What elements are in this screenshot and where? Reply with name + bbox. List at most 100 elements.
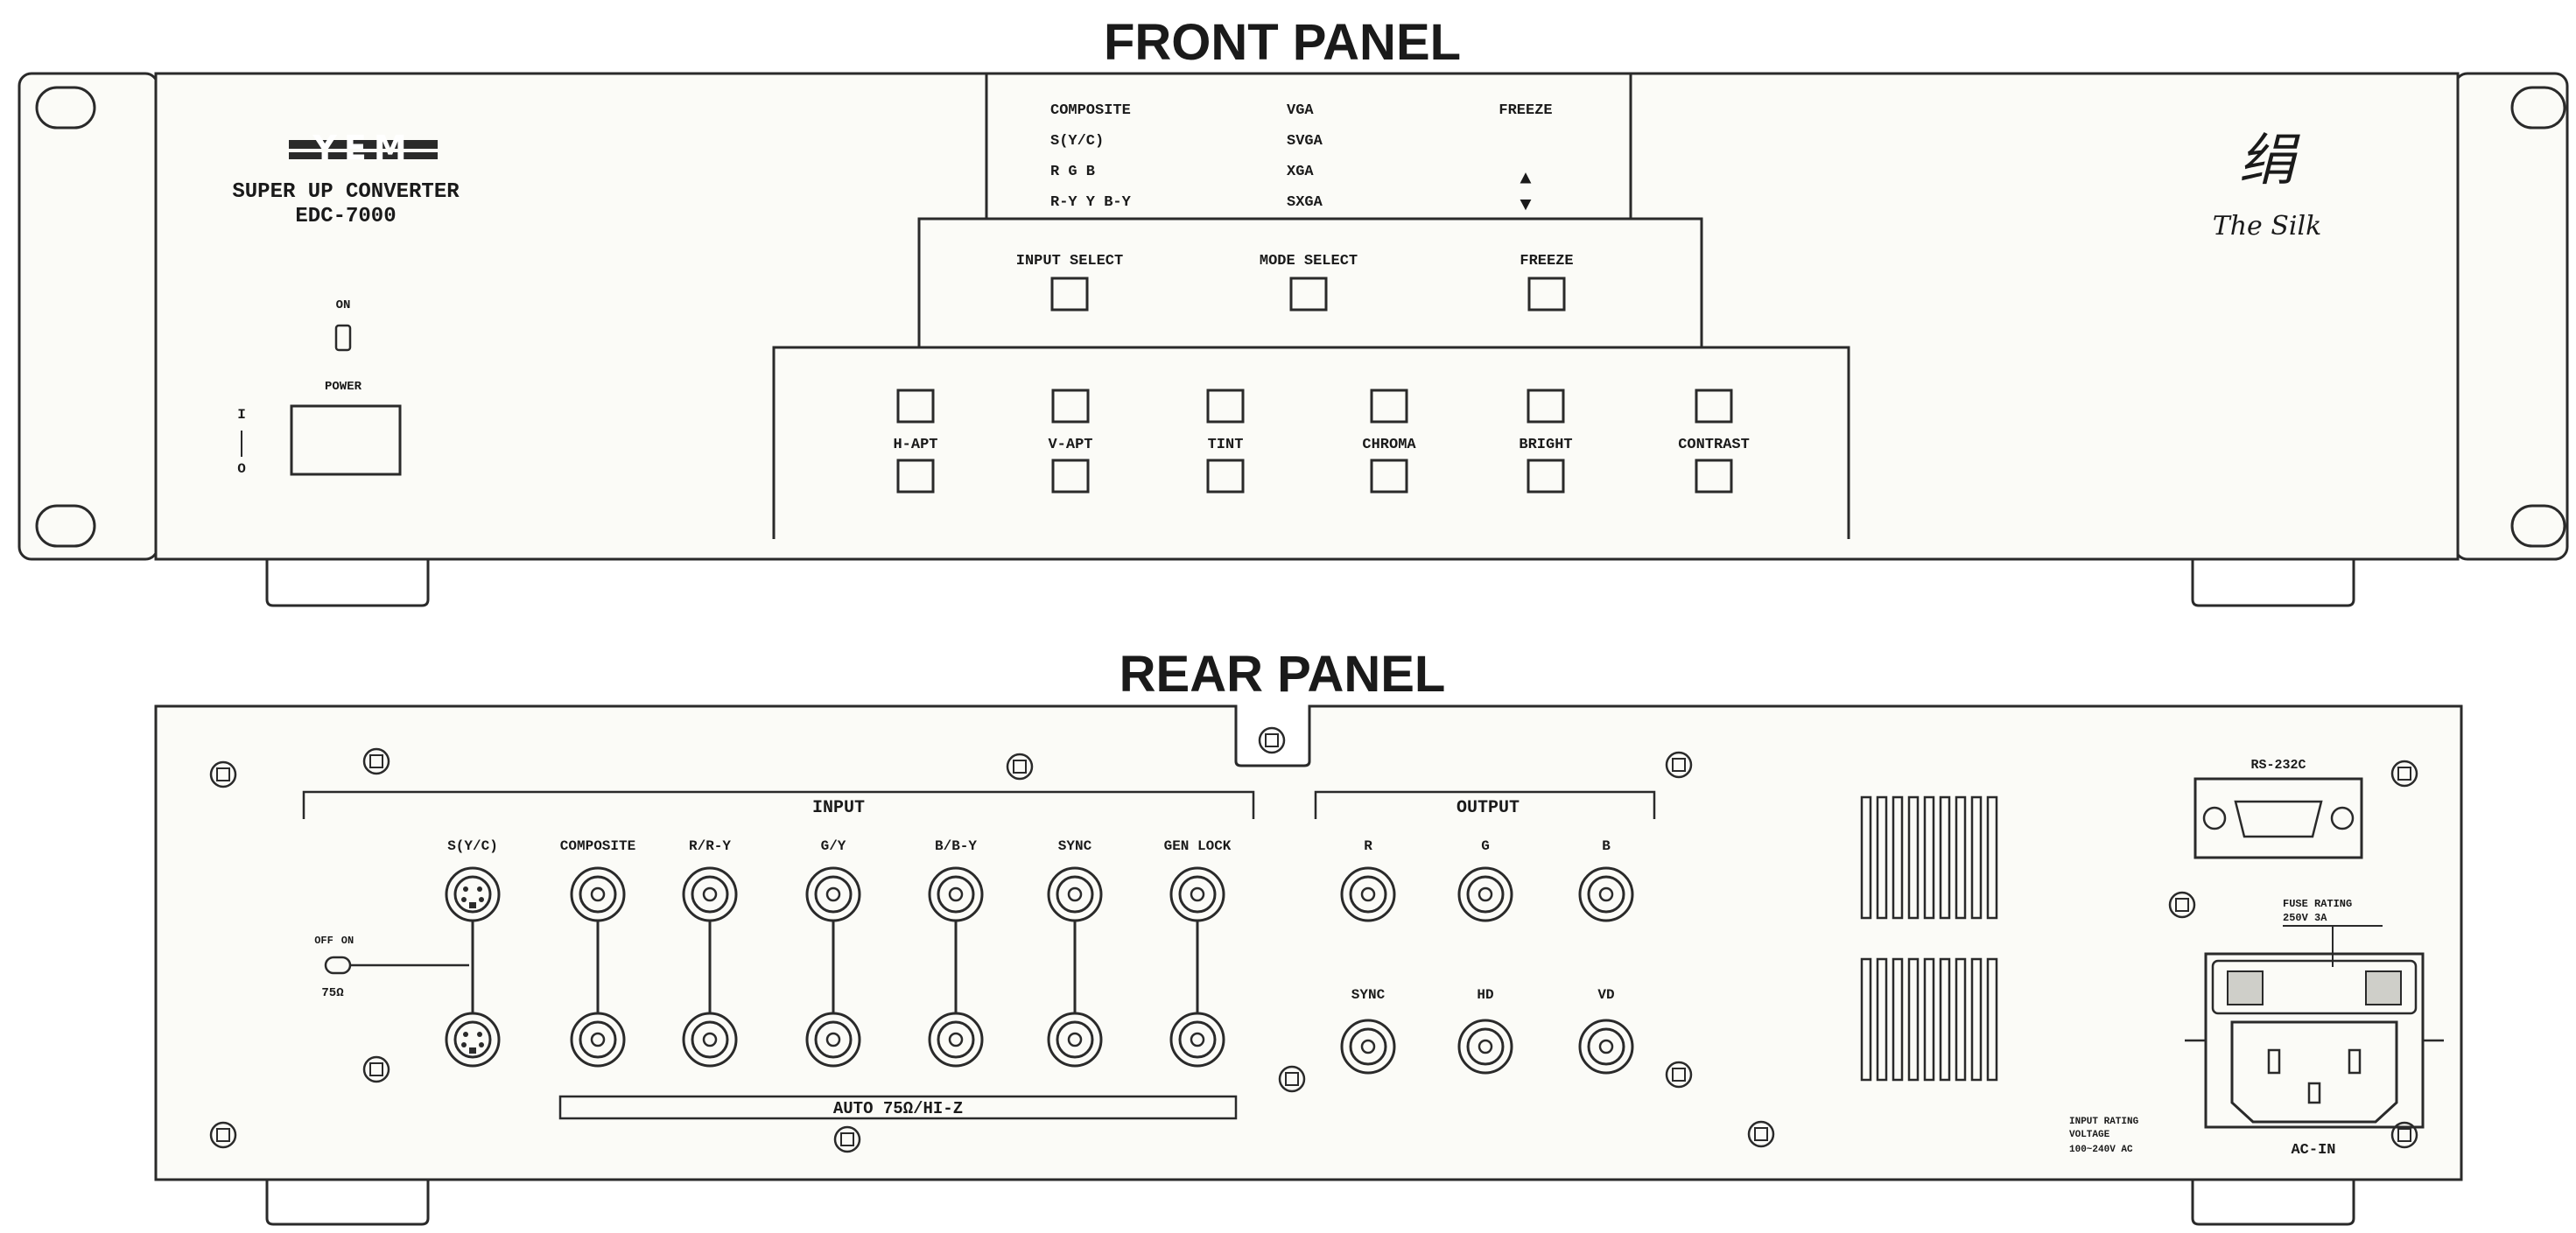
select-buttons: INPUT SELECT MODE SELECT FREEZE [1016, 253, 1574, 312]
termination-bar [558, 1095, 1238, 1120]
input-connector-label: S(Y/C) [447, 838, 498, 854]
ac-in-label: AC-IN [2291, 1142, 2335, 1159]
bnc-loop-connector[interactable] [1169, 1012, 1225, 1068]
vent-slot [1923, 957, 1935, 1082]
bnc-sync-output-connector[interactable] [1340, 1019, 1396, 1075]
screw-icon [2390, 760, 2418, 788]
adjust-down-button[interactable] [1527, 459, 1565, 494]
adjust-label: CHROMA [1362, 437, 1416, 453]
bnc-loop-connector[interactable] [928, 1012, 984, 1068]
ventilation-slots [1860, 795, 1998, 1082]
input-select-label: INPUT SELECT [1016, 253, 1123, 270]
adjust-down-button[interactable] [1695, 459, 1733, 494]
mode-select-label: MODE SELECT [1260, 253, 1358, 270]
up-arrow-icon: ▲ [1520, 168, 1532, 190]
screw-icon [1747, 1120, 1775, 1148]
screw-icon [1665, 751, 1693, 779]
ac-pin-icon [2348, 1048, 2362, 1075]
screw-icon [209, 760, 237, 788]
rack-slot-icon [35, 504, 96, 548]
rs232-label: RS-232C [2250, 758, 2306, 773]
rear-foot [265, 1180, 430, 1226]
bnc-loop-connector[interactable] [682, 1012, 738, 1068]
front-chassis [154, 72, 2460, 561]
rear-chassis [154, 704, 2463, 1181]
vent-slot [1955, 957, 1967, 1082]
vent-slot [1892, 795, 1904, 920]
vent-slot [1955, 795, 1967, 920]
rear-panel-title: REAR PANEL [1120, 646, 1446, 703]
adjust-label: V-APT [1048, 437, 1092, 453]
input-rating-line: 100~240V AC [2069, 1145, 2133, 1155]
adjust-down-button[interactable] [1051, 459, 1090, 494]
fuse-label: FUSE RATING [2283, 898, 2352, 910]
switch-off-label: OFF [314, 935, 333, 947]
power-off-mark: O [237, 461, 246, 477]
fuse-holder[interactable] [2211, 959, 2418, 1015]
vent-slot [1907, 795, 1920, 920]
bnc-loop-connector[interactable] [570, 1012, 626, 1068]
ac-inlet-socket[interactable] [2230, 1020, 2398, 1124]
screw-icon [209, 1121, 237, 1149]
bnc-input-connector[interactable] [928, 866, 984, 922]
input-header: INPUT [812, 798, 865, 818]
bnc-loop-connector[interactable] [805, 1012, 861, 1068]
termination-label: AUTO 75Ω/HI-Z [833, 1099, 963, 1118]
screw-icon [362, 747, 390, 775]
freeze-button[interactable] [1527, 277, 1566, 312]
rs232-screw-icon [2330, 806, 2355, 830]
bnc-input-connector[interactable] [1169, 866, 1225, 922]
adjust-up-button[interactable] [1695, 389, 1733, 424]
output-connector-label: VD [1597, 987, 1614, 1003]
bnc-input-connector[interactable] [570, 866, 626, 922]
input-connector-label: COMPOSITE [560, 838, 635, 854]
screw-icon [1006, 753, 1034, 781]
vent-slot [1986, 957, 1998, 1082]
vent-slot [1860, 957, 1872, 1082]
bnc-output-connector[interactable] [1340, 866, 1396, 922]
bnc-output-connector[interactable] [1578, 866, 1634, 922]
mode-select-button[interactable] [1289, 277, 1328, 312]
logo-text: YEM [312, 129, 413, 167]
brand-logo: YEM [289, 129, 438, 167]
screw-icon [1278, 1065, 1306, 1093]
input-connector-label: B/B-Y [935, 838, 977, 854]
bnc-input-connector[interactable] [805, 866, 861, 922]
rs232-port[interactable] [2193, 777, 2363, 859]
adjust-down-button[interactable] [1206, 459, 1245, 494]
bnc-output-connector[interactable] [1457, 866, 1513, 922]
adjust-up-button[interactable] [1527, 389, 1565, 424]
adjust-up-button[interactable] [1206, 389, 1245, 424]
adjust-up-button[interactable] [896, 389, 935, 424]
adjust-down-button[interactable] [896, 459, 935, 494]
bnc-loop-connector[interactable] [1047, 1012, 1103, 1068]
bnc-sync-output-connector[interactable] [1578, 1019, 1634, 1075]
input-select-button[interactable] [1050, 277, 1089, 312]
adjust-label: TINT [1208, 437, 1244, 453]
input-rating-line: VOLTAGE [2069, 1130, 2110, 1140]
adjust-down-button[interactable] [1370, 459, 1408, 494]
switch-on-label: ON [341, 935, 354, 947]
bnc-input-connector[interactable] [682, 866, 738, 922]
fuse-value: 250V 3A [2283, 912, 2327, 924]
adjust-up-button[interactable] [1370, 389, 1408, 424]
silk-brand-text: The Silk [2213, 211, 2322, 242]
power-switch[interactable] [290, 404, 402, 476]
input-connector-label: GEN LOCK [1164, 838, 1232, 854]
model-number: EDC-7000 [295, 205, 396, 228]
s-video-loop-connector[interactable] [445, 1012, 501, 1068]
input-connector-label: R/R-Y [689, 838, 731, 854]
vent-slot [1986, 795, 1998, 920]
input-list-item: R G B [1050, 164, 1095, 180]
bnc-input-connector[interactable] [1047, 866, 1103, 922]
ac-pin-icon [2267, 1048, 2281, 1075]
switch-value: 75Ω [321, 986, 344, 1000]
adjust-up-button[interactable] [1051, 389, 1090, 424]
screw-icon [1258, 726, 1286, 754]
bnc-sync-output-connector[interactable] [1457, 1019, 1513, 1075]
front-panel: YEM SUPER UP CONVERTER EDC-7000 ON POWER… [18, 72, 2569, 607]
s-video-input-connector[interactable] [445, 866, 501, 922]
